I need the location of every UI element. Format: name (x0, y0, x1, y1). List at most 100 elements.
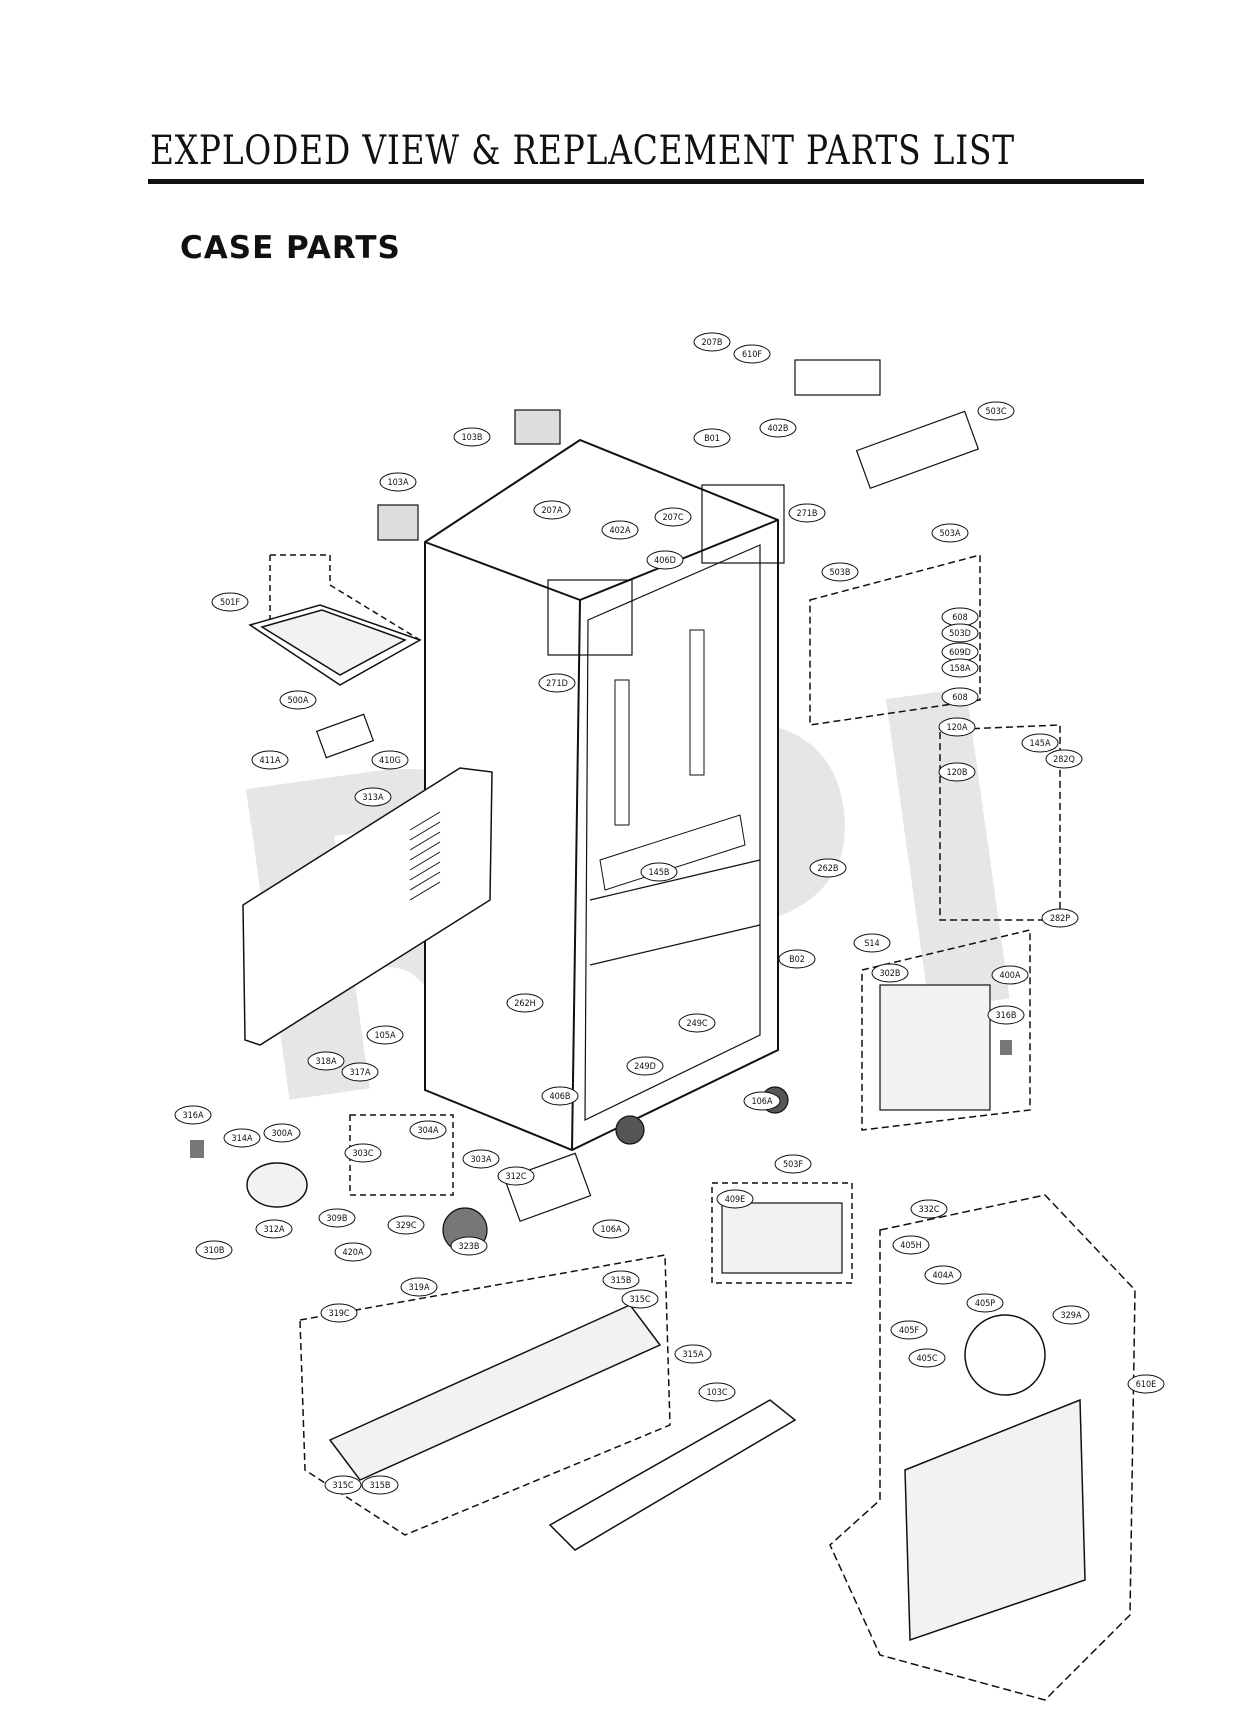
callout-text: 501F (220, 598, 240, 608)
callout-303c: 303C (344, 1143, 382, 1163)
callout-b01: B01 (693, 428, 731, 448)
callout-text: 420A (343, 1248, 364, 1258)
callout-503c: 503C (977, 401, 1015, 421)
callout-323b: 323B (450, 1236, 488, 1256)
callout-106a: 106A (743, 1091, 781, 1111)
callout-text: 329C (395, 1221, 416, 1231)
callout-text: 332C (918, 1205, 939, 1215)
callout-405h: 405H (892, 1235, 930, 1255)
callout-400a: 400A (991, 965, 1029, 985)
part-103b (514, 409, 561, 445)
callout-text: 411A (260, 756, 281, 766)
callout-text: 405C (916, 1354, 937, 1364)
group-610f (794, 359, 881, 396)
group-503f (711, 1182, 853, 1284)
callout-207c: 207C (654, 507, 692, 527)
callout-145b: 145B (640, 862, 678, 882)
callout-158a: 158A (941, 658, 979, 678)
callout-608: 608 (941, 687, 979, 707)
callout-503f: 503F (774, 1154, 812, 1174)
part-106a (615, 1115, 645, 1145)
callout-304a: 304A (409, 1120, 447, 1140)
callout-120a: 120A (938, 717, 976, 737)
callout-text: 145B (648, 868, 669, 878)
callout-text: 503A (940, 529, 961, 539)
callout-text: 323B (458, 1242, 479, 1252)
callout-text: 103C (706, 1388, 727, 1398)
callout-text: 610E (1136, 1380, 1157, 1390)
callout-282q: 282Q (1045, 749, 1083, 769)
part-103a (377, 504, 419, 541)
title-rule (148, 179, 1144, 184)
callout-text: 303A (471, 1155, 492, 1165)
callout-text: 409E (725, 1195, 746, 1205)
group-302 (861, 929, 1031, 1131)
section-subtitle: CASE PARTS (180, 230, 401, 266)
callout-text: 106A (752, 1097, 773, 1107)
callout-text: 314A (232, 1134, 253, 1144)
page-title: EXPLODED VIEW & REPLACEMENT PARTS LIST (150, 128, 1015, 174)
callout-text: 402A (610, 526, 631, 536)
callout-503d: 503D (941, 623, 979, 643)
fan-cover-332c (904, 1398, 1086, 1642)
callout-text: 315A (683, 1350, 704, 1360)
callout-503a: 503A (931, 523, 969, 543)
callout-text: 262B (817, 864, 838, 874)
callout-text: 302B (879, 969, 900, 979)
group-271d (547, 579, 633, 656)
part-316a (190, 1140, 204, 1158)
callout-315c: 315C (324, 1475, 362, 1495)
callout-402a: 402A (601, 520, 639, 540)
callout-text: 271B (796, 509, 817, 519)
callout-text: 207A (542, 506, 563, 516)
part-312c (503, 1152, 592, 1223)
callout-text: 406B (549, 1092, 570, 1102)
compressor-300a (246, 1162, 308, 1208)
callout-text: 503F (783, 1160, 803, 1170)
callout-text: 262H (514, 999, 536, 1009)
callout-103b: 103B (453, 427, 491, 447)
callout-text: 319A (409, 1283, 430, 1293)
callout-text: 207C (662, 513, 683, 523)
callout-text: 282Q (1053, 755, 1075, 765)
part-316b (1000, 1040, 1012, 1055)
callout-text: 406D (654, 556, 676, 566)
callout-300a: 300A (263, 1123, 301, 1143)
callout-314a: 314A (223, 1128, 261, 1148)
evaporator-302b (879, 984, 991, 1111)
callout-406d: 406D (646, 550, 684, 570)
callout-420a: 420A (334, 1242, 372, 1262)
callout-text: 145A (1030, 739, 1051, 749)
callout-313a: 313A (354, 787, 392, 807)
callout-text: 609D (949, 648, 971, 658)
callout-609d: 609D (941, 642, 979, 662)
callout-409e: 409E (716, 1189, 754, 1209)
callout-text: 319C (328, 1309, 349, 1319)
callout-text: 405H (900, 1241, 922, 1251)
callout-text: 317A (350, 1068, 371, 1078)
callout-text: 405P (975, 1299, 995, 1309)
callout-text: B01 (704, 434, 720, 444)
shelf-501f (248, 554, 422, 686)
callout-404a: 404A (924, 1265, 962, 1285)
callout-315c: 315C (621, 1289, 659, 1309)
base-plate-315a (328, 1304, 662, 1481)
callout-text: 402B (767, 424, 788, 434)
callout-315b: 315B (602, 1270, 640, 1290)
callout-b02: B02 (778, 949, 816, 969)
callout-608: 608 (941, 607, 979, 627)
callout-249c: 249C (678, 1013, 716, 1033)
callout-316a: 316A (174, 1105, 212, 1125)
callout-207a: 207A (533, 500, 571, 520)
group-332c (829, 1194, 1136, 1701)
callout-249d: 249D (626, 1056, 664, 1076)
callout-610e: 610E (1127, 1374, 1165, 1394)
callout-text: 503C (985, 407, 1006, 417)
callout-text: 315C (332, 1481, 353, 1491)
callout-411a: 411A (251, 750, 289, 770)
callout-text: 106A (601, 1225, 622, 1235)
callout-315b: 315B (361, 1475, 399, 1495)
callout-410g: 410G (371, 750, 409, 770)
callout-271b: 271B (788, 503, 826, 523)
